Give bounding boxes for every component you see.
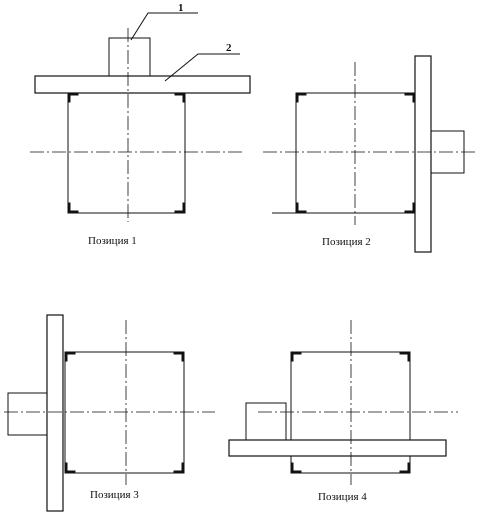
pos3-corner-br: [173, 462, 185, 474]
callout-1-label: 1: [178, 2, 184, 14]
pos2-body: [295, 92, 416, 214]
caption-position-3: Позиция 3: [90, 489, 139, 501]
pos4-body: [290, 351, 411, 474]
position-2-figure: Позиция 2: [263, 55, 478, 253]
position-1-figure: 1 2 Позиция 1: [30, 2, 251, 247]
pos1-flange: [34, 75, 251, 94]
callout-1-leader: [130, 12, 198, 41]
pos1-corner-tr: [174, 92, 186, 103]
pos3-flange: [46, 314, 64, 512]
callout-2-leader: [164, 53, 240, 82]
pos4-boss: [245, 402, 287, 441]
callout-2-label: 2: [226, 42, 232, 54]
pos2-flange: [414, 55, 432, 253]
pos3-corner-tr: [173, 351, 185, 362]
position-4-figure: Позиция 4: [228, 320, 458, 503]
pos2-corner-tr: [404, 92, 416, 103]
caption-position-2: Позиция 2: [322, 236, 371, 248]
pos2-corner-br: [404, 202, 416, 214]
position-3-figure: Позиция 3: [4, 314, 215, 512]
pos4-corner-tl: [290, 351, 302, 362]
pos1-boss: [108, 37, 151, 77]
pos4-flange: [228, 439, 447, 457]
pos3-body: [64, 351, 185, 474]
pos3-corner-bl: [64, 462, 76, 474]
pos2-corner-tl: [295, 92, 307, 103]
pos1-corner-bl: [67, 202, 79, 214]
pos3-corner-tl: [64, 351, 76, 362]
pos4-corner-bl: [290, 462, 302, 474]
pos4-corner-br: [399, 462, 411, 474]
caption-position-4: Позиция 4: [318, 491, 367, 503]
caption-position-1: Позиция 1: [88, 235, 137, 247]
pos2-corner-bl: [295, 202, 307, 214]
pos1-corner-tl: [67, 92, 79, 103]
pos1-body: [67, 92, 186, 214]
pos3-boss: [7, 392, 48, 436]
pos4-corner-tr: [399, 351, 411, 362]
pos1-corner-br: [174, 202, 186, 214]
